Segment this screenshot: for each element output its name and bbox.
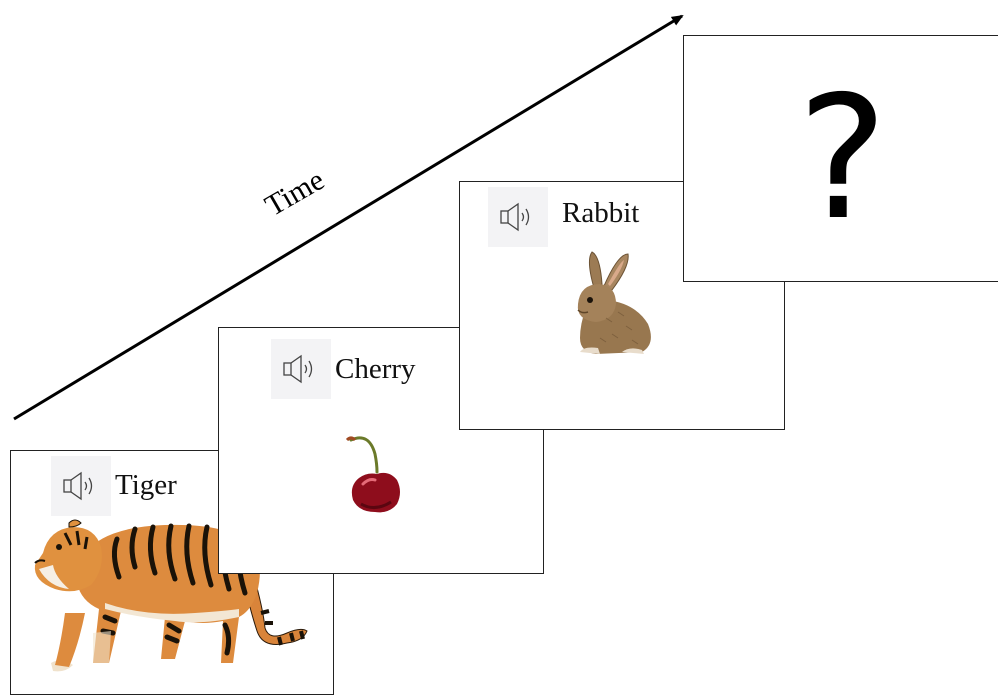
stimulus-word: Cherry <box>335 353 416 385</box>
audio-button[interactable] <box>488 187 548 247</box>
response-slide: ? <box>683 35 998 282</box>
tiger-image <box>34 519 308 672</box>
audio-button[interactable] <box>271 339 331 399</box>
question-mark: ? <box>797 59 888 258</box>
speaker-icon <box>63 471 93 501</box>
cherry-image <box>345 436 400 513</box>
rabbit-image <box>577 251 651 354</box>
audio-button[interactable] <box>51 456 111 516</box>
stimulus-slide-rabbit: Rabbit <box>459 181 785 430</box>
stimulus-word: Rabbit <box>562 197 640 229</box>
stimulus-word: Tiger <box>115 469 177 501</box>
speaker-icon <box>283 354 313 384</box>
speaker-icon <box>500 202 530 232</box>
